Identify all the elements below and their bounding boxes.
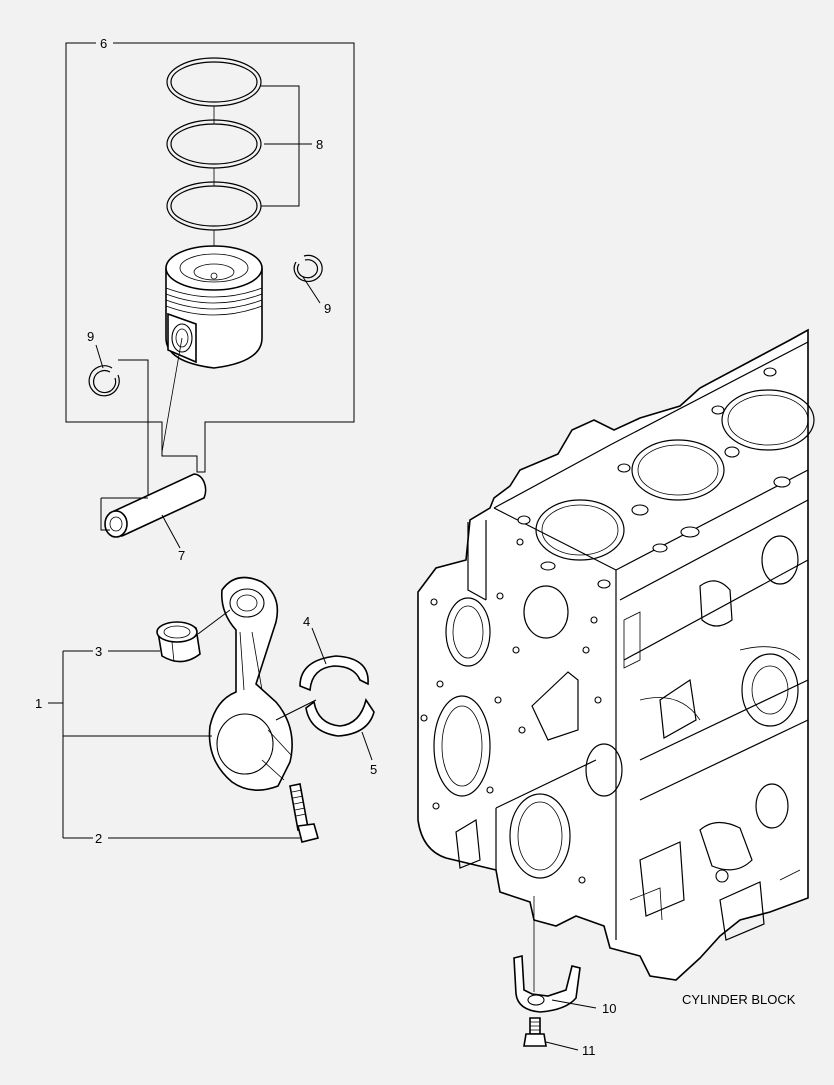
small-end-bushing (156, 621, 201, 663)
leader-9-left (95, 344, 104, 369)
piston-cooling-nozzle (513, 954, 581, 1013)
leader-5 (361, 731, 373, 761)
leader-9-right (302, 276, 321, 304)
bushing-guide-line (197, 609, 231, 635)
rod-assembly-bracket (48, 650, 300, 839)
cylinder-block (417, 328, 815, 981)
leader-10 (551, 999, 597, 1009)
leader-4 (311, 627, 327, 665)
leader-11 (545, 1041, 579, 1051)
callout-9-right: 9 (324, 301, 331, 316)
bearing-guide-line (275, 699, 317, 721)
pin-guide-line (118, 359, 149, 498)
leader-7 (161, 514, 181, 549)
piston-ring-bottom (166, 181, 262, 231)
callout-1: 1 (35, 696, 42, 711)
callout-10: 10 (602, 1001, 616, 1016)
piston-ring-middle (166, 119, 262, 169)
callout-2: 2 (95, 831, 102, 846)
callout-5: 5 (370, 762, 377, 777)
snap-ring-left (88, 365, 120, 397)
pin-centerline (161, 337, 183, 453)
callout-3: 3 (95, 644, 102, 659)
piston (165, 245, 263, 369)
bearing-shell-upper (299, 655, 369, 692)
pin-frame-bracket (100, 497, 148, 531)
piston-pin (104, 473, 207, 538)
bearing-shell-lower (305, 698, 375, 737)
connecting-rod (208, 576, 293, 791)
nozzle-bolt (523, 1017, 547, 1047)
callout-11: 11 (582, 1043, 596, 1058)
piston-ring-top (166, 57, 262, 107)
connecting-rod-bolt (289, 783, 319, 843)
callout-8: 8 (316, 137, 323, 152)
cylinder-block-label: CYLINDER BLOCK (682, 992, 796, 1007)
callout-4: 4 (303, 614, 310, 629)
piston-kit-frame (65, 42, 355, 473)
callout-9-left: 9 (87, 329, 94, 344)
callout-7: 7 (178, 548, 185, 563)
snap-ring-right (293, 254, 323, 282)
rings-callout-bracket (260, 85, 312, 207)
callout-6: 6 (100, 36, 107, 51)
